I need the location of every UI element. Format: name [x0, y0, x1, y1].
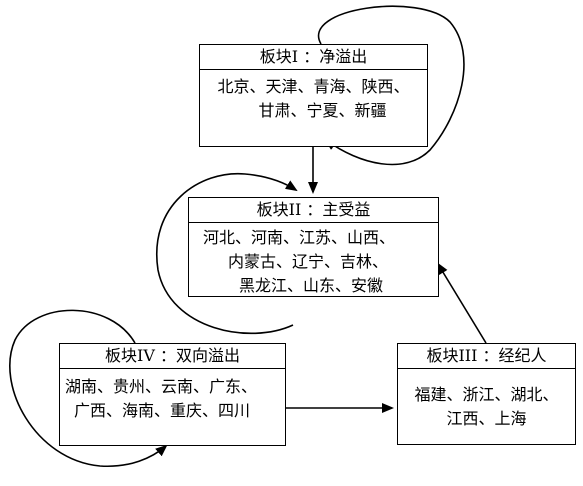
block-3-title: 板块III ：经纪人 — [398, 344, 575, 369]
block-1-members: 北京、天津、青海、陕西、 甘肃、宁夏、新疆 — [200, 70, 427, 123]
block-2-members: 河北、河南、江苏、山西、 内蒙古、辽宁、吉林、 黑龙江、山东、安徽 — [189, 223, 438, 298]
block-4-line-2: 广西、海南、重庆、四川 — [74, 401, 251, 420]
block-4-title: 板块IV ：双向溢出 — [60, 344, 285, 369]
block-3-members: 福建、浙江、湖北、 江西、上海 — [398, 369, 575, 431]
block-3-line-2: 江西、上海 — [446, 409, 527, 428]
block-2-title: 板块II ：主受益 — [189, 198, 438, 223]
block-4-members: 湖南、贵州、云南、广东、 广西、海南、重庆、四川 — [60, 369, 285, 423]
block-3-line-1: 福建、浙江、湖北、 — [414, 385, 559, 404]
arrow-block3-to-block2 — [436, 262, 487, 344]
block-3-box: 板块III ：经纪人 福建、浙江、湖北、 江西、上海 — [397, 343, 576, 445]
block-1-line-2: 甘肃、宁夏、新疆 — [258, 101, 387, 120]
block-4-line-1: 湖南、贵州、云南、广东、 — [65, 377, 258, 396]
block-1-title: 板块I ：净溢出 — [200, 45, 427, 70]
block-4-box: 板块IV ：双向溢出 湖南、贵州、云南、广东、 广西、海南、重庆、四川 — [59, 343, 286, 446]
block-1-box: 板块I ：净溢出 北京、天津、青海、陕西、 甘肃、宁夏、新疆 — [199, 44, 428, 147]
block-2-line-1: 河北、河南、江苏、山西、 — [203, 228, 396, 247]
block-2-box: 板块II ：主受益 河北、河南、江苏、山西、 内蒙古、辽宁、吉林、 黑龙江、山东… — [188, 197, 439, 297]
block-2-line-3: 黑龙江、山东、安徽 — [239, 276, 384, 295]
block-1-line-1: 北京、天津、青海、陕西、 — [217, 77, 410, 96]
block-2-line-2: 内蒙古、辽宁、吉林、 — [228, 252, 389, 271]
